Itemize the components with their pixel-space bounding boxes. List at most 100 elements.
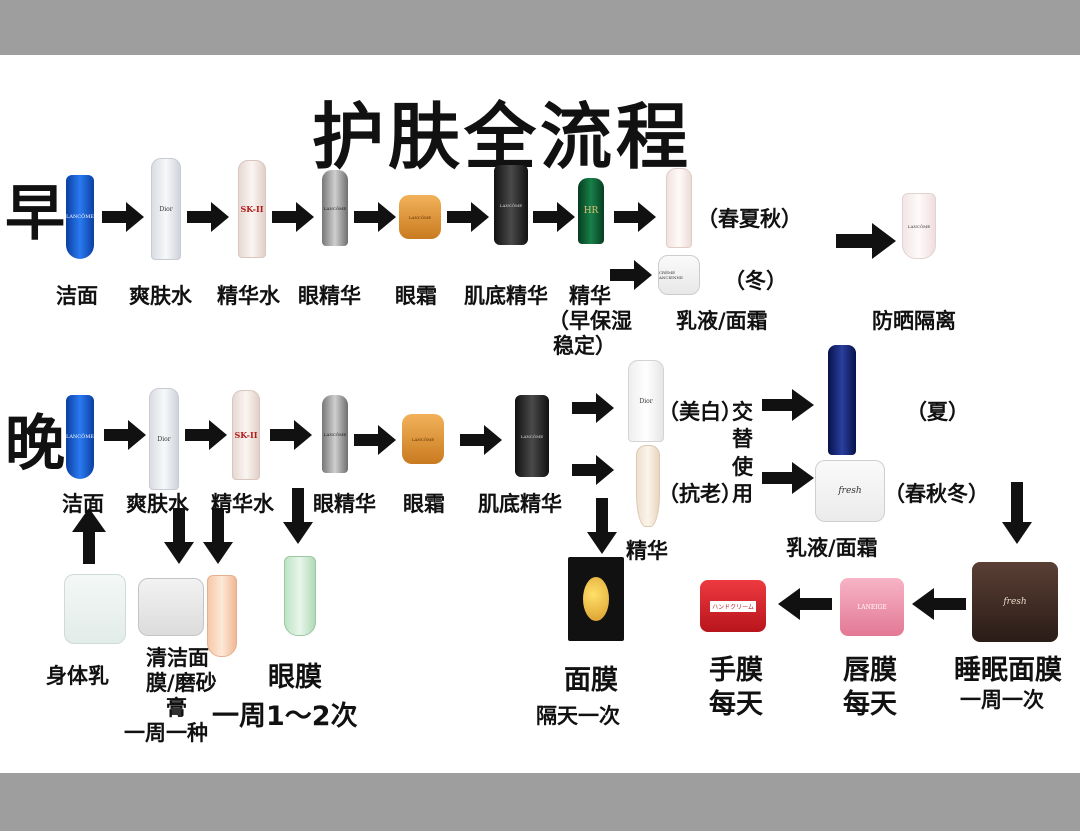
evening-lotion-cream: 乳液/面霜	[786, 536, 878, 560]
morning-step-base-serum: 肌底精华	[464, 284, 548, 308]
evening-base-serum-product: LANCÔME	[515, 395, 549, 477]
evening-eye-serum-brand: LANCÔME	[323, 431, 347, 437]
morning-eye-cream-brand: LANCÔME	[408, 214, 432, 220]
evening-alternate-1: 交	[732, 400, 753, 424]
arrow-right-icon	[610, 260, 652, 290]
morning-step-cleanser: 洁面	[56, 284, 98, 308]
evening-whitening-brand: Dior	[639, 397, 653, 405]
morning-sunscreen-product: LANCÔME	[902, 193, 936, 259]
arrow-right-icon	[614, 202, 656, 232]
morning-sunscreen-brand: LANCÔME	[907, 223, 931, 229]
hand-mask-label: 手膜	[709, 655, 763, 686]
arrow-right-icon	[354, 202, 396, 232]
morning-serum-product: HR	[578, 178, 604, 244]
sleeping-mask-frequency: 一周一次	[960, 688, 1044, 712]
evening-anti-aging-serum-product	[636, 445, 660, 527]
evening-alternate-3: 使	[732, 455, 753, 479]
arrow-down-icon	[1002, 482, 1032, 544]
arrow-right-icon	[185, 420, 227, 450]
morning-eye-serum-product: LANCÔME	[322, 170, 348, 246]
arrow-right-icon	[572, 455, 614, 485]
evening-step-cleanser: 洁面	[62, 492, 104, 516]
arrow-right-icon	[533, 202, 575, 232]
morning-cleanser-brand: LANCÔME	[66, 214, 95, 220]
evening-label: 晚	[5, 409, 65, 479]
scrub-product	[207, 575, 237, 657]
arrow-left-icon	[778, 588, 832, 620]
evening-whitening: （美白）	[658, 400, 742, 424]
morning-lotion-product	[666, 168, 692, 248]
evening-cream-product: fresh	[815, 460, 885, 522]
evening-eye-serum-product: LANCÔME	[322, 395, 348, 473]
sleeping-mask-label: 睡眠面膜	[954, 655, 1062, 686]
evening-base-serum-brand: LANCÔME	[520, 433, 544, 439]
morning-essence-water-product: SK-II	[238, 160, 266, 258]
face-mask-product	[568, 557, 624, 641]
arrow-right-icon	[762, 462, 814, 494]
arrow-right-icon	[102, 202, 144, 232]
morning-serum-note-2: 稳定）	[553, 334, 616, 358]
morning-serum-note-1: （早保湿	[548, 309, 632, 333]
evening-eye-cream-brand: LANCÔME	[411, 436, 435, 442]
evening-toner-brand: Dior	[157, 435, 171, 443]
arrow-right-icon	[762, 389, 814, 421]
morning-base-serum-product: LANCÔME	[494, 165, 528, 245]
evening-spring-autumn-winter: （春秋冬）	[884, 482, 989, 506]
morning-label: 早	[5, 179, 65, 249]
arrow-right-icon	[270, 420, 312, 450]
eye-mask-frequency: 一周1～2次	[212, 701, 358, 732]
clean-mask-label-4: 一周一种	[124, 721, 208, 745]
evening-serum: 精华	[626, 539, 668, 563]
morning-step-toner: 爽肤水	[129, 284, 192, 308]
evening-step-toner: 爽肤水	[126, 492, 189, 516]
arrow-right-icon	[460, 425, 502, 455]
morning-sunscreen: 防晒隔离	[872, 309, 956, 333]
morning-step-eye-cream: 眼霜	[395, 284, 437, 308]
evening-eye-cream-product: LANCÔME	[402, 414, 444, 464]
evening-alternate-4: 用	[732, 482, 753, 506]
arrow-down-icon	[203, 508, 233, 564]
morning-cleanser-product: LANCÔME	[66, 175, 94, 259]
arrow-right-icon	[187, 202, 229, 232]
hand-mask-frequency: 每天	[709, 689, 763, 720]
arrow-left-icon	[912, 588, 966, 620]
arrow-right-icon	[272, 202, 314, 232]
hand-cream-product: ハンドクリーム	[700, 580, 766, 632]
eye-mask-product	[284, 556, 316, 636]
lip-mask-brand: LANEIGE	[857, 603, 887, 611]
evening-alternate-2: 替	[732, 427, 753, 451]
morning-serum-brand: HR	[583, 206, 599, 216]
morning-lotion-cream: 乳液/面霜	[676, 309, 768, 333]
face-mask-gold-graphic	[583, 577, 609, 621]
evening-toner-product: Dior	[149, 388, 179, 490]
morning-eye-serum-brand: LANCÔME	[323, 205, 347, 211]
clean-mask-label-3: 膏	[166, 696, 187, 720]
morning-step-essence-water: 精华水	[217, 284, 280, 308]
morning-cream-product: CRÈME ANCIENNE	[658, 255, 700, 295]
lip-mask-label: 唇膜	[843, 655, 897, 686]
evening-step-eye-serum: 眼精华	[313, 492, 376, 516]
morning-toner-brand: Dior	[159, 205, 173, 213]
sleeping-mask-brand: fresh	[1003, 597, 1027, 607]
evening-step-eye-cream: 眼霜	[403, 492, 445, 516]
arrow-right-icon	[572, 393, 614, 423]
morning-cream-brand: CRÈME ANCIENNE	[659, 270, 683, 280]
morning-step-eye-serum: 眼精华	[298, 284, 361, 308]
evening-summer: （夏）	[906, 400, 969, 424]
arrow-up-icon	[72, 508, 106, 564]
face-mask-frequency: 隔天一次	[536, 704, 620, 728]
morning-toner-product: Dior	[151, 158, 181, 260]
arrow-right-icon	[447, 202, 489, 232]
evening-cleanser-brand: LANCÔME	[66, 434, 95, 440]
arrow-down-icon	[164, 508, 194, 564]
evening-step-base-serum: 肌底精华	[478, 492, 562, 516]
evening-cleanser-product: LANCÔME	[66, 395, 94, 479]
lip-mask-product: LANEIGE	[840, 578, 904, 636]
morning-season-winter: （冬）	[724, 269, 787, 293]
arrow-right-icon	[104, 420, 146, 450]
eye-mask-label: 眼膜	[268, 662, 322, 693]
morning-season-spring: （春夏秋）	[697, 207, 802, 231]
clay-mask-product	[138, 578, 204, 636]
morning-eye-cream-product: LANCÔME	[399, 195, 441, 239]
evening-summer-lotion-product	[828, 345, 856, 455]
